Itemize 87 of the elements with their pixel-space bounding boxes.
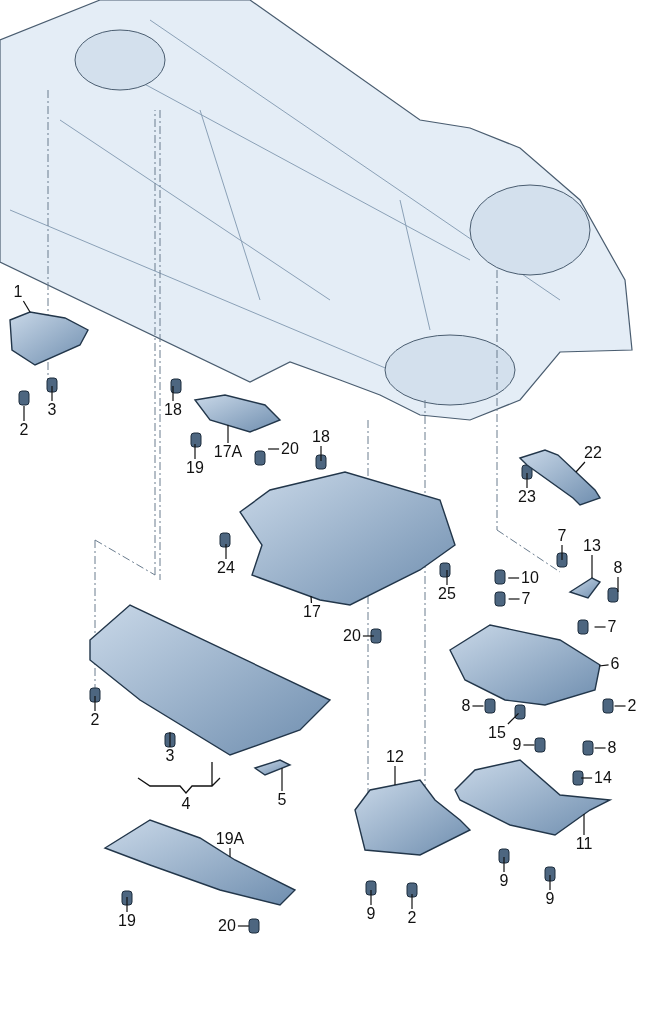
leader-line <box>613 705 627 707</box>
underbody-shield-drawing <box>454 759 613 836</box>
callout-number: 4 <box>180 795 192 813</box>
callout-number: 18 <box>311 428 331 446</box>
callout-number: 7 <box>606 618 618 636</box>
callout-number: 20 <box>342 627 362 645</box>
callout-number: 5 <box>276 791 288 809</box>
callout-number: 24 <box>216 559 236 577</box>
leader-line <box>169 731 171 748</box>
callout-number: 2 <box>18 421 30 439</box>
leader-line <box>23 405 25 422</box>
leader-line <box>310 595 313 604</box>
leader-line <box>598 664 610 667</box>
callout-number: 7 <box>556 527 568 545</box>
underbody-shield-drawing <box>239 471 456 606</box>
leader-line <box>227 424 229 444</box>
leader-line <box>591 554 593 579</box>
leader-line <box>593 747 607 749</box>
leader-line <box>320 445 322 462</box>
leader-line <box>22 300 31 313</box>
callout-number: 9 <box>544 890 556 908</box>
callout-number: 3 <box>46 401 58 419</box>
wheel-arch-shield-drawing <box>354 779 472 856</box>
callout-number: 9 <box>498 872 510 890</box>
leader-line <box>522 744 536 746</box>
leader-line <box>362 635 375 637</box>
callout-number: 13 <box>582 537 602 555</box>
callout-number: 10 <box>520 569 540 587</box>
underbody-shield-drawing <box>9 311 89 366</box>
callout-number: 9 <box>511 736 523 754</box>
callout-number: 18 <box>163 401 183 419</box>
leader-line <box>526 472 528 489</box>
callout-number: 2 <box>406 909 418 927</box>
leader-line <box>471 705 485 707</box>
callout-number: 14 <box>593 769 613 787</box>
leader-line <box>561 544 563 561</box>
leader-line <box>267 448 280 450</box>
leader-line <box>172 385 174 402</box>
callout-number: 12 <box>385 748 405 766</box>
leader-line <box>575 461 586 473</box>
leader-line <box>126 896 128 913</box>
callout-number: 20 <box>217 917 237 935</box>
callout-number: 19 <box>117 912 137 930</box>
callout-number: 20 <box>280 440 300 458</box>
leader-line <box>411 893 413 910</box>
callout-number: 2 <box>626 697 638 715</box>
leader-line <box>370 889 372 906</box>
callout-number: 15 <box>487 724 507 742</box>
callout-number: 19A <box>214 830 246 848</box>
leader-line <box>580 777 593 779</box>
leader-line <box>507 712 520 725</box>
callout-number: 7 <box>520 590 532 608</box>
callout-number: 23 <box>517 488 537 506</box>
leader-line <box>237 925 250 927</box>
callout-number: 2 <box>89 711 101 729</box>
leader-line <box>593 626 607 628</box>
leader-line <box>51 385 53 402</box>
callout-number: 3 <box>164 747 176 765</box>
leader-line <box>446 569 448 586</box>
leader-line <box>583 813 585 836</box>
leader-line <box>549 874 551 891</box>
leader-line <box>94 695 96 712</box>
leader-line <box>507 577 520 579</box>
callout-number: 8 <box>460 697 472 715</box>
leader-line <box>617 576 619 593</box>
callout-number: 6 <box>609 655 621 673</box>
callout-number: 22 <box>583 444 603 462</box>
underbody-shield-drawing <box>193 394 282 433</box>
callout-number: 17 <box>302 603 322 621</box>
leader-line <box>281 767 283 792</box>
leader-line <box>394 765 396 786</box>
callout-number: 11 <box>574 835 594 853</box>
leader-line <box>503 856 505 873</box>
callout-number: 8 <box>606 739 618 757</box>
callout-number: 19 <box>185 459 205 477</box>
callout-number: 9 <box>365 905 377 923</box>
callout-number: 17A <box>212 443 244 461</box>
trim-strip-drawing <box>253 759 292 776</box>
underbody-shield-drawing <box>103 819 297 906</box>
leader-line <box>194 443 196 460</box>
callout-number: 1 <box>12 283 24 301</box>
leader-line <box>507 598 521 600</box>
callout-number: 8 <box>612 559 624 577</box>
leader-line <box>229 847 231 858</box>
mounting-bracket-drawing <box>568 577 602 599</box>
callout-number: 25 <box>437 585 457 603</box>
leader-line <box>225 543 227 560</box>
